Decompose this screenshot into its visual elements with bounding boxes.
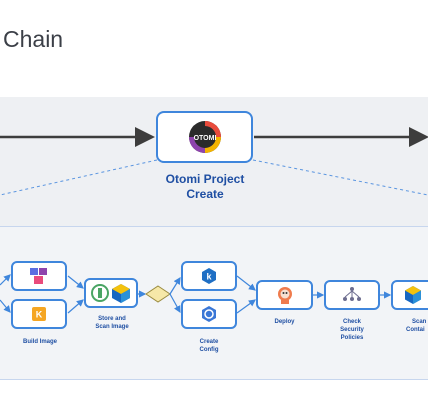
edge-config-deploy: [236, 299, 256, 314]
policy-tree-icon: [343, 287, 361, 301]
check-policies-label-line3: Policies: [340, 335, 364, 341]
edge-diamond-config: [169, 293, 181, 314]
argo-icon: [277, 287, 292, 304]
build-tool-node-top[interactable]: [11, 261, 67, 291]
decision-diamond: [145, 285, 171, 303]
k-hexagon-icon: k: [202, 268, 216, 284]
deploy-node[interactable]: [256, 280, 313, 310]
zoom-line-left: [0, 159, 158, 196]
build-image-label: Build Image: [22, 339, 57, 345]
check-policies-node[interactable]: [324, 280, 380, 310]
check-policies-label-line2: Security: [340, 327, 364, 333]
store-scan-label-line1: Store and: [98, 316, 126, 322]
page-title: Chain: [3, 26, 64, 52]
otomi-project-label: Otomi Project Create: [150, 172, 260, 202]
create-config-node[interactable]: [181, 299, 237, 329]
deploy-label: Deploy: [274, 319, 295, 325]
create-config-label-line2: Config: [199, 347, 219, 353]
edge-in-top: [0, 274, 11, 286]
config-sync-icon: [202, 306, 216, 322]
scan-containers-label-line2: Contai: [406, 327, 425, 333]
scan-containers-node[interactable]: [391, 280, 428, 310]
edge-diamond-k: [169, 276, 181, 295]
store-scan-label: Store and Scan Image: [83, 315, 141, 331]
store-scan-node[interactable]: [84, 278, 138, 308]
otomi-logo-text: OTOMI: [193, 135, 216, 142]
create-config-label: Create Config: [179, 338, 239, 354]
otomi-project-label-line1: Otomi Project: [165, 172, 245, 186]
otomi-project-label-line2: Create: [186, 187, 224, 201]
harbor-icon: [91, 284, 130, 303]
scan-containers-label: Scan Contai: [400, 318, 428, 334]
check-policies-label-line1: Check: [342, 319, 361, 325]
otomi-logo-icon: OTOMI: [188, 121, 221, 153]
scan-containers-label-line1: Scan: [412, 319, 427, 325]
create-config-label-line1: Create: [199, 339, 219, 345]
edge-k-deploy: [236, 275, 256, 291]
build-tool-node-bottom[interactable]: K: [11, 299, 67, 329]
k-badge-text: K: [36, 310, 43, 320]
cube-icon: [405, 286, 421, 304]
kaniko-icon: K: [32, 307, 46, 321]
store-scan-label-line2: Scan Image: [95, 324, 129, 330]
k-config-node[interactable]: k: [181, 261, 237, 291]
build-tool-icon: [30, 268, 47, 284]
zoom-line-right: [252, 159, 428, 196]
edge-a-store: [67, 275, 84, 289]
k-icon-text: k: [206, 272, 212, 282]
check-policies-label: Check Security Policies: [322, 318, 382, 342]
edge-b-store: [67, 299, 84, 314]
otomi-project-node[interactable]: OTOMI: [156, 111, 253, 163]
edge-in-bottom: [0, 299, 11, 313]
